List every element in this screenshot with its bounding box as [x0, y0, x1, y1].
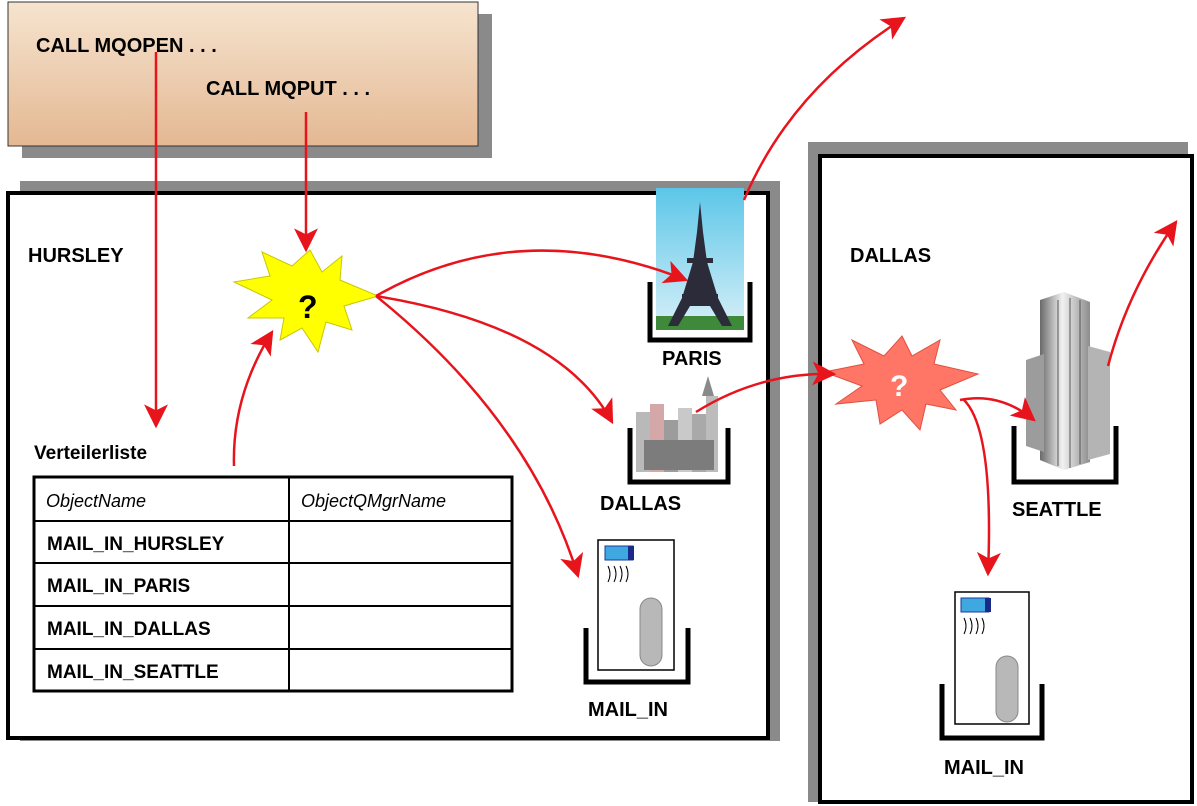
arrow-remote-to-seattle [959, 396, 1036, 422]
dallas-resolver-starburst: ? [822, 335, 980, 432]
dallas-resolver-symbol: ? [890, 370, 908, 403]
arrow-resolver-to-mail-in [375, 295, 584, 579]
eiffel-tower-icon [656, 188, 744, 330]
arrow-paris-outbound [742, 16, 907, 201]
paris-queue-tray [647, 282, 753, 343]
distribution-list: Verteilerliste ObjectName ObjectQMgrName… [32, 443, 514, 693]
skyscraper-icon [1026, 292, 1110, 470]
arrow-resolver-to-dallas [375, 294, 614, 425]
dallas-mail-in-label: MAIL_IN [944, 757, 1024, 779]
dallas-qmgr-title: DALLAS [850, 245, 931, 267]
arrow-remote-to-mail-in [963, 399, 1001, 577]
hursley-resolver-starburst: ? [232, 249, 380, 354]
city-skyline-icon [636, 376, 718, 472]
dallas-mail-in-queue: MAIL_IN [939, 591, 1045, 779]
column-header-objectqmgrname: ObjectQMgrName [301, 491, 446, 511]
dallas-queue-label: DALLAS [600, 493, 681, 515]
dallas-queue: DALLAS [600, 376, 731, 515]
table-row-cell: MAIL_IN_HURSLEY [47, 534, 225, 555]
hursley-mail-in-tray [583, 628, 691, 685]
application-code-box: CALL MQOPEN . . . CALL MQPUT . . . [7, 1, 492, 158]
arrow-dallas-to-remote [695, 361, 837, 414]
paris-queue: PARIS [647, 188, 753, 370]
seattle-queue: SEATTLE [1011, 292, 1119, 521]
seattle-queue-tray [1011, 426, 1119, 485]
dallas-queue-tray [627, 428, 731, 485]
dallas-mail-in-tray [939, 684, 1045, 741]
arrow-resolver-to-paris [375, 249, 689, 298]
table-row-cell: MAIL_IN_PARIS [47, 576, 190, 597]
mail-slip-icon [597, 539, 675, 671]
arrow-list-to-resolver [232, 329, 274, 467]
routing-arrows [144, 16, 1178, 579]
hursley-mail-in-label: MAIL_IN [588, 699, 668, 721]
mqopen-call-text: CALL MQOPEN . . . [36, 35, 217, 57]
distribution-list-title: Verteilerliste [34, 443, 147, 464]
table-row-cell: MAIL_IN_DALLAS [47, 619, 211, 640]
hursley-resolver-symbol: ? [298, 289, 318, 325]
mail-slip-icon [954, 591, 1030, 725]
hursley-title: HURSLEY [28, 245, 124, 267]
seattle-queue-label: SEATTLE [1012, 499, 1102, 521]
column-header-objectname: ObjectName [46, 491, 146, 511]
paris-queue-label: PARIS [662, 348, 722, 370]
hursley-mail-in-queue: MAIL_IN [583, 539, 691, 721]
arrow-seattle-outbound [1106, 220, 1178, 367]
mqput-call-text: CALL MQPUT . . . [206, 78, 370, 100]
table-row-cell: MAIL_IN_SEATTLE [47, 662, 219, 683]
